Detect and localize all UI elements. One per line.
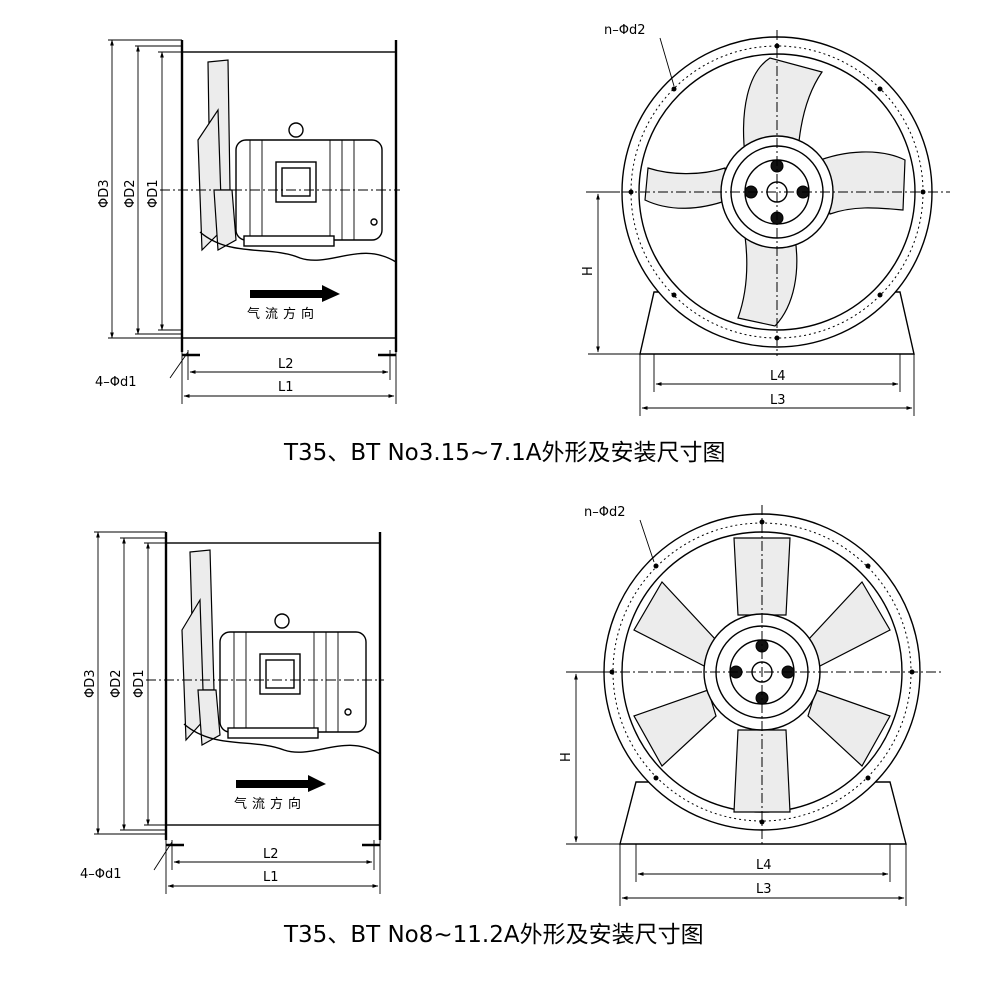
l1-label: L1 xyxy=(263,870,279,885)
d1-label: ΦD1 xyxy=(132,669,147,698)
l3-label: L3 xyxy=(770,393,786,408)
mounting-holes-label: 4–Φd1 xyxy=(95,375,137,390)
impeller-blades xyxy=(644,57,906,327)
diameter-dimensions xyxy=(94,531,166,835)
l2-label: L2 xyxy=(278,357,294,372)
flange-holes xyxy=(609,519,915,825)
mounting-holes-label: 4–Φd1 xyxy=(80,867,122,882)
d3-label: ΦD3 xyxy=(83,669,98,698)
d2-label: ΦD2 xyxy=(123,179,138,208)
l3-label: L3 xyxy=(756,882,772,897)
l4-label: L4 xyxy=(770,369,786,384)
flange-holes-label: n–Φd2 xyxy=(604,23,646,38)
d2-label: ΦD2 xyxy=(109,669,124,698)
bottom-front-view: H L4 L3 n–Φd2 xyxy=(559,505,944,906)
d1-label: ΦD1 xyxy=(146,179,161,208)
d3-label: ΦD3 xyxy=(97,179,112,208)
h-label: H xyxy=(559,752,574,762)
top-front-view: H L4 L3 n–Φd2 xyxy=(581,23,950,416)
caption-bottom: T35、BT No8~11.2A外形及安装尺寸图 xyxy=(283,922,704,948)
flow-label: 气流方向 xyxy=(247,306,319,322)
lifting-eye xyxy=(288,122,304,138)
l2-label: L2 xyxy=(263,847,279,862)
flow-arrow xyxy=(236,775,326,792)
flow-arrow xyxy=(250,285,340,302)
l4-label: L4 xyxy=(756,858,772,873)
caption-top: T35、BT No3.15~7.1A外形及安装尺寸图 xyxy=(283,440,726,466)
section-break xyxy=(183,723,381,755)
bottom-side-view: 气流方向 ΦD3 ΦD2 ΦD1 L2 L1 4–Φd1 xyxy=(80,531,384,894)
support-base xyxy=(619,781,907,845)
h-label: H xyxy=(581,266,596,276)
section-break xyxy=(199,231,397,263)
support-base xyxy=(639,291,915,355)
top-side-view: 气流方向 ΦD3 ΦD2 ΦD1 L2 L1 4–Φd1 xyxy=(95,39,400,404)
l1-label: L1 xyxy=(278,380,294,395)
flange-holes-label: n–Φd2 xyxy=(584,505,626,520)
flow-label: 气流方向 xyxy=(234,796,306,812)
lifting-eye xyxy=(274,613,290,629)
diameter-dimensions xyxy=(108,39,182,339)
